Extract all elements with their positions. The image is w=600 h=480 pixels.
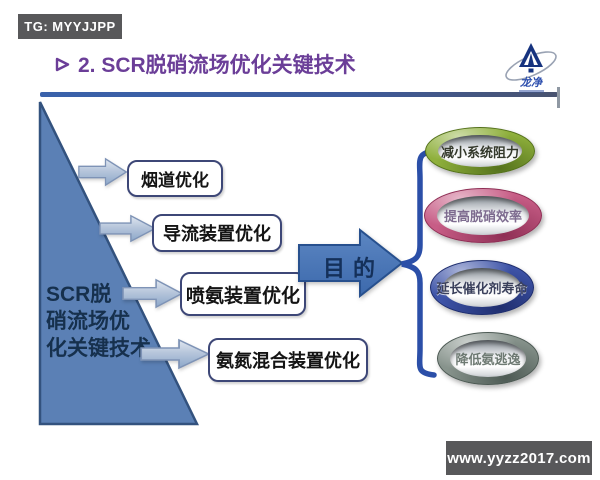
goal-label: 延长催化剂寿命 xyxy=(436,281,528,296)
source-triangle xyxy=(38,101,200,426)
goal-oval-inner: 减小系统阻力 xyxy=(438,135,522,167)
triangle-line: 硝流场优 xyxy=(46,310,130,333)
optimization-box-guide-device: 导流装置优化 xyxy=(152,214,282,252)
triangle-line: 化关键技术 xyxy=(46,337,151,360)
corner-watermark-badge: TG: MYYJJPP xyxy=(18,14,122,39)
goal-label: 提高脱硝效率 xyxy=(443,209,522,224)
company-logo: 龙净 xyxy=(505,43,557,93)
goal-oval-inner: 降低氨逃逸 xyxy=(450,340,526,377)
goal-oval-inner: 提高脱硝效率 xyxy=(437,196,529,235)
goal-oval-extend-catalyst-life: 延长催化剂寿命 xyxy=(430,260,534,315)
optimization-box-mixing-device: 氨氮混合装置优化 xyxy=(208,338,368,382)
source-triangle-label: SCR脱 硝流场优 化关键技术 xyxy=(46,281,176,362)
logo-text: 龙净 xyxy=(519,76,543,89)
goal-oval-reduce-ammonia-slip: 降低氨逃逸 xyxy=(437,332,539,385)
flow-arrow-icon xyxy=(78,157,128,187)
title-divider-endcap xyxy=(557,87,560,108)
site-watermark: www.yyzz2017.com xyxy=(446,441,592,475)
title-divider xyxy=(40,92,558,97)
title-row: 2. SCR脱硝流场优化关键技术 xyxy=(55,50,356,78)
goal-label: 减小系统阻力 xyxy=(440,144,519,160)
title-bullet-icon xyxy=(55,57,70,71)
goal-oval-inner: 延长催化剂寿命 xyxy=(437,268,528,307)
goal-oval-reduce-resistance: 减小系统阻力 xyxy=(425,127,535,175)
flow-arrow-icon xyxy=(99,214,157,243)
purpose-arrow-icon xyxy=(298,228,404,298)
optimization-box-ammonia-injection: 喷氨装置优化 xyxy=(180,272,306,316)
triangle-line: SCR脱 xyxy=(46,283,112,306)
goal-label: 降低氨逃逸 xyxy=(455,352,521,367)
flow-arrow-icon xyxy=(140,338,211,370)
page-title: 2. SCR脱硝流场优化关键技术 xyxy=(78,54,356,77)
goal-oval-improve-efficiency: 提高脱硝效率 xyxy=(424,188,542,243)
optimization-box-flue: 烟道优化 xyxy=(127,160,223,197)
flow-arrow-icon xyxy=(122,278,184,309)
purpose-label: 目的 xyxy=(323,256,384,281)
brace-connector-icon xyxy=(401,148,437,378)
